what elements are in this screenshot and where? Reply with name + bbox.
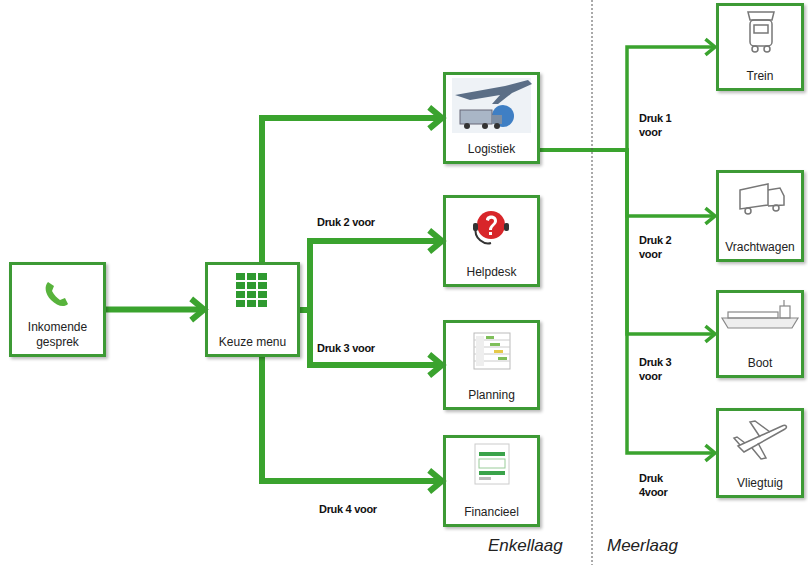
key-instruction: Druk 3 voor: [316, 342, 376, 356]
menu-box: Vrachtwagen: [716, 170, 804, 262]
menu-box: Keuze menu: [205, 262, 300, 357]
key-instruction: Druk 3 voor: [638, 356, 682, 384]
menu-box: Trein: [716, 3, 804, 91]
logistics-icon: [452, 78, 532, 133]
flow-arrow: [540, 39, 715, 150]
menu-box: Inkomende gesprek: [9, 262, 106, 357]
menu-box: Helpdesk: [443, 195, 540, 287]
key-instruction: Druk 1 voor: [638, 112, 682, 140]
box-label: Trein: [747, 69, 774, 83]
menu-box: Vliegtuig: [716, 408, 804, 498]
menu-box: Financieel: [443, 435, 540, 527]
flow-arrow: [540, 150, 715, 461]
key-instruction: Druk 2 voor: [638, 234, 682, 262]
financial-icon: [475, 444, 509, 484]
menu-box: Logistiek: [443, 72, 540, 164]
key-instruction: Druk 2 voor: [316, 216, 376, 230]
box-label: Inkomende gesprek: [16, 320, 99, 349]
layer-label: Meerlaag: [607, 536, 678, 556]
truck-icon: [740, 184, 784, 214]
planning-icon: [474, 333, 510, 369]
phone-icon: [46, 282, 68, 306]
box-label: Planning: [468, 388, 515, 402]
box-label: Keuze menu: [219, 335, 286, 349]
layer-label: Enkellaag: [488, 536, 563, 556]
box-label: Boot: [748, 356, 773, 370]
flow-arrow: [106, 299, 204, 320]
flow-arrow: [300, 310, 442, 376]
key-instruction: Druk 4 voor: [318, 503, 378, 517]
box-label: Vliegtuig: [737, 476, 783, 490]
menu-box: Boot: [716, 290, 804, 378]
box-label: Financieel: [464, 505, 519, 519]
box-label: Vrachtwagen: [725, 240, 795, 254]
flow-arrow: [300, 230, 442, 310]
boat-icon: [722, 300, 798, 328]
keypad-icon: [236, 273, 267, 307]
menu-box: Planning: [443, 320, 540, 410]
layer-divider: [592, 0, 593, 565]
flow-arrow: [262, 357, 442, 492]
train-icon: [748, 12, 774, 52]
helpdesk-icon: [473, 211, 509, 243]
box-label: Helpdesk: [466, 265, 516, 279]
plane-icon: [734, 421, 786, 459]
key-instruction: Druk 4voor: [638, 472, 682, 500]
box-label: Logistiek: [468, 142, 515, 156]
